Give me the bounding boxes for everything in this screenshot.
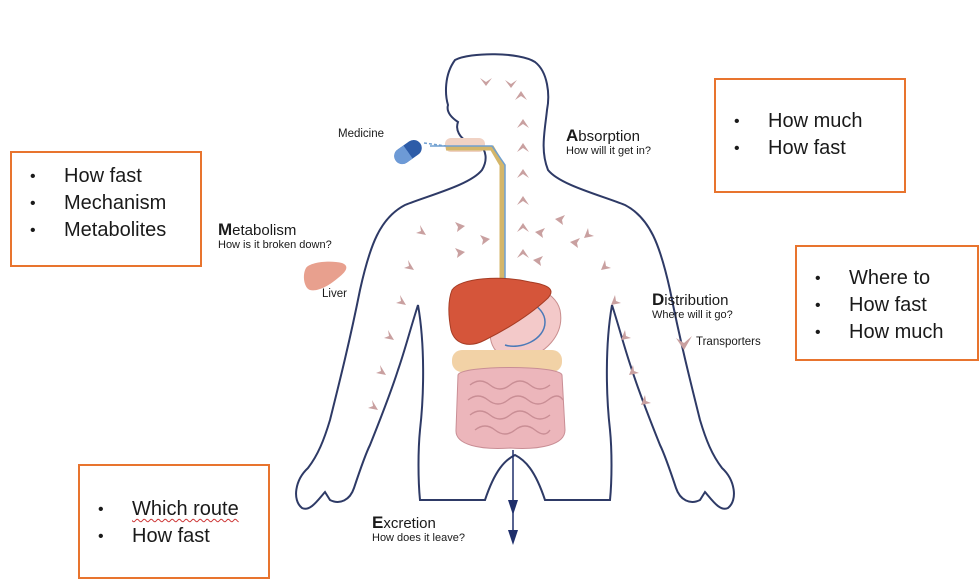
liver-label: Liver: [322, 288, 347, 300]
metabolism-box: •How fast •Mechanism •Metabolites: [10, 151, 202, 267]
list-item: •Mechanism: [30, 190, 186, 217]
bullet-icon: •: [30, 217, 36, 244]
bullet-icon: •: [734, 108, 740, 135]
list-item: •How fast: [815, 292, 963, 319]
bullet-icon: •: [815, 292, 821, 319]
list-item: •How fast: [734, 135, 890, 162]
distribution-label: Distribution Where will it go?: [652, 292, 733, 321]
bullet-icon: •: [30, 190, 36, 217]
intestines: [456, 368, 565, 449]
transporters-label: Transporters: [696, 336, 761, 348]
distribution-box: •Where to •How fast •How much: [795, 245, 979, 361]
distribution-question: Where will it go?: [652, 309, 733, 321]
list-item: •Which route: [98, 496, 254, 523]
metabolism-label: Metabolism How is it broken down?: [218, 222, 332, 251]
liver-icon: [304, 262, 346, 291]
medicine-label: Medicine: [338, 128, 384, 140]
distribution-title: Distribution: [652, 292, 733, 309]
bullet-icon: •: [815, 265, 821, 292]
bullet-icon: •: [734, 135, 740, 162]
absorption-question: How will it get in?: [566, 145, 651, 157]
metabolism-question: How is it broken down?: [218, 239, 332, 251]
transporter-icon: [676, 336, 692, 350]
absorption-label: Absorption How will it get in?: [566, 128, 651, 157]
digestive-tube: [446, 148, 502, 285]
bullet-icon: •: [98, 523, 104, 550]
excretion-label: Excretion How does it leave?: [372, 515, 465, 544]
bullet-icon: •: [815, 319, 821, 346]
list-item: •How much: [734, 108, 890, 135]
absorption-title: Absorption: [566, 128, 651, 145]
excretion-arrowhead-1: [508, 500, 518, 515]
digestive-tube-blue: [430, 146, 505, 285]
bullet-icon: •: [98, 496, 104, 523]
metabolism-title: Metabolism: [218, 222, 332, 239]
list-item: •How much: [815, 319, 963, 346]
excretion-question: How does it leave?: [372, 532, 465, 544]
list-item: •Metabolites: [30, 217, 186, 244]
pill-icon: [391, 137, 425, 167]
absorption-box: •How much •How fast: [714, 78, 906, 193]
list-item: •Where to: [815, 265, 963, 292]
excretion-box: •Which route •How fast: [78, 464, 270, 579]
bullet-icon: •: [30, 163, 36, 190]
excretion-title: Excretion: [372, 515, 465, 532]
list-item: •How fast: [98, 523, 254, 550]
excretion-arrowhead-2: [508, 530, 518, 545]
list-item: •How fast: [30, 163, 186, 190]
